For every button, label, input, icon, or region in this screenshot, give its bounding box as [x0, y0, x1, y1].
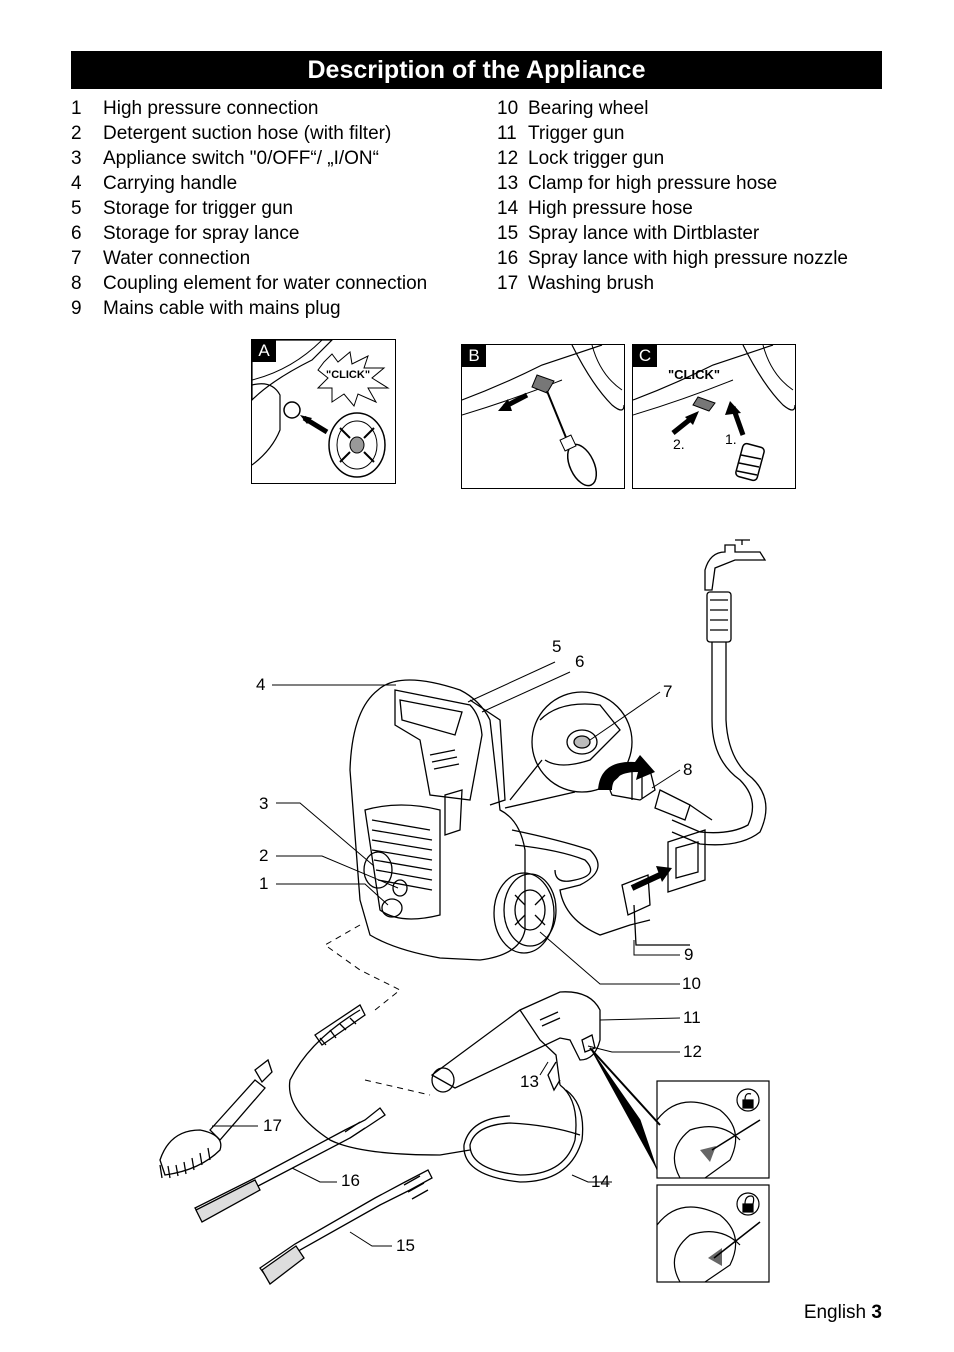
legend-number: 4: [71, 173, 82, 194]
legend-number: 14: [497, 198, 519, 219]
callout-7: 7: [663, 682, 673, 701]
legend-text: Mains cable with mains plug: [103, 298, 341, 319]
callout-14: 14: [591, 1172, 610, 1191]
legend-number: 11: [497, 123, 517, 144]
callout-8: 8: [683, 760, 693, 779]
legend-text: Storage for spray lance: [103, 223, 300, 244]
callout-17: 17: [263, 1116, 282, 1135]
legend-item: 10 Bearing wheel: [497, 96, 848, 121]
legend-text: Detergent suction hose (with filter): [103, 123, 392, 144]
legend-item: 15 Spray lance with Dirtblaster: [497, 221, 848, 246]
legend-left: 1 High pressure connection 2 Detergent suc…: [71, 96, 427, 321]
legend-item: 14 High pressure hose: [497, 196, 848, 221]
legend-number: 2: [71, 123, 82, 144]
legend-text: Spray lance with Dirtblaster: [528, 223, 760, 244]
legend-text: Coupling element for water connection: [103, 273, 428, 294]
legend-number: 16: [497, 248, 519, 269]
panel-label-b: B: [462, 345, 486, 367]
legend-item: 9 Mains cable with mains plug: [71, 296, 427, 321]
screwdriver-removal-illustration: [462, 345, 624, 487]
legend-text: Carrying handle: [103, 173, 238, 194]
legend-item: 6 Storage for spray lance: [71, 221, 427, 246]
clip-insert-illustration: [633, 345, 795, 482]
legend-text: Trigger gun: [528, 123, 625, 144]
legend-item: 11 Trigger gun: [497, 121, 848, 146]
legend-item: 8 Coupling element for water connection: [71, 271, 427, 296]
legend-number: 13: [497, 173, 519, 194]
legend-number: 7: [71, 248, 82, 269]
legend-item: 7 Water connection: [71, 246, 427, 271]
legend-text: Appliance switch "0/OFF“/ „I/ON“: [103, 148, 379, 169]
callout-9: 9: [684, 945, 694, 964]
legend-text: High pressure hose: [528, 198, 693, 219]
callout-15: 15: [396, 1236, 415, 1255]
wheel-mount-illustration: [252, 340, 390, 478]
callout-2: 2: [259, 846, 269, 865]
legend-text: Spray lance with high pressure nozzle: [528, 248, 849, 269]
click-label: "CLICK": [668, 367, 721, 382]
legend-item: 3 Appliance switch "0/OFF“/ „I/ON“: [71, 146, 427, 171]
legend-number: 1: [71, 98, 82, 119]
legend-number: 6: [71, 223, 82, 244]
legend-text: Bearing wheel: [528, 98, 649, 119]
page-footer: English 3: [804, 1302, 882, 1324]
figure-panel-a: A "CLICK": [251, 339, 396, 484]
legend-item: 13 Clamp for high pressure hose: [497, 171, 848, 196]
footer-language: English: [803, 1302, 867, 1323]
legend-text: Lock trigger gun: [528, 148, 665, 169]
legend-item: 5 Storage for trigger gun: [71, 196, 427, 221]
page-title: Description of the Appliance: [71, 51, 882, 89]
legend-text: Water connection: [103, 248, 251, 269]
legend-number: 3: [71, 148, 82, 169]
legend-number: 15: [497, 223, 519, 244]
figure-panel-c: C "CLICK" 1. 2.: [632, 344, 796, 489]
page-number: 3: [871, 1302, 882, 1323]
legend-item: 1 High pressure connection: [71, 96, 427, 121]
callout-13: 13: [520, 1072, 539, 1091]
legend-number: 10: [497, 98, 519, 119]
callout-4: 4: [256, 675, 266, 694]
panel-label-a: A: [252, 340, 276, 362]
panel-label-c: C: [633, 345, 657, 367]
callout-6: 6: [575, 652, 585, 671]
callout-5: 5: [552, 637, 562, 656]
legend-item: 12 Lock trigger gun: [497, 146, 848, 171]
callout-1: 1: [259, 874, 269, 893]
legend-right: 10 Bearing wheel 11 Trigger gun 12 Lock tri…: [497, 96, 848, 296]
legend-item: 2 Detergent suction hose (with filter): [71, 121, 427, 146]
legend-text: High pressure connection: [103, 98, 319, 119]
legend-number: 12: [497, 148, 519, 169]
legend-number: 17: [497, 273, 519, 294]
callout-10: 10: [682, 974, 701, 993]
callout-11: 11: [683, 1008, 701, 1027]
legend-item: 16 Spray lance with high pressure nozzle: [497, 246, 848, 271]
step-label-2: 2.: [673, 436, 685, 452]
step-label-1: 1.: [725, 431, 737, 447]
legend-text: Clamp for high pressure hose: [528, 173, 778, 194]
legend-item: 4 Carrying handle: [71, 171, 427, 196]
legend-number: 8: [71, 273, 82, 294]
callout-12: 12: [683, 1042, 702, 1061]
legend-item: 17 Washing brush: [497, 271, 848, 296]
callout-3: 3: [259, 794, 269, 813]
click-label: "CLICK": [326, 369, 371, 381]
legend-number: 5: [71, 198, 82, 219]
legend-text: Washing brush: [528, 273, 655, 294]
figure-panel-b: B: [461, 344, 625, 489]
legend-text: Storage for trigger gun: [103, 198, 294, 219]
legend-number: 9: [71, 298, 82, 319]
callout-16: 16: [341, 1171, 360, 1190]
